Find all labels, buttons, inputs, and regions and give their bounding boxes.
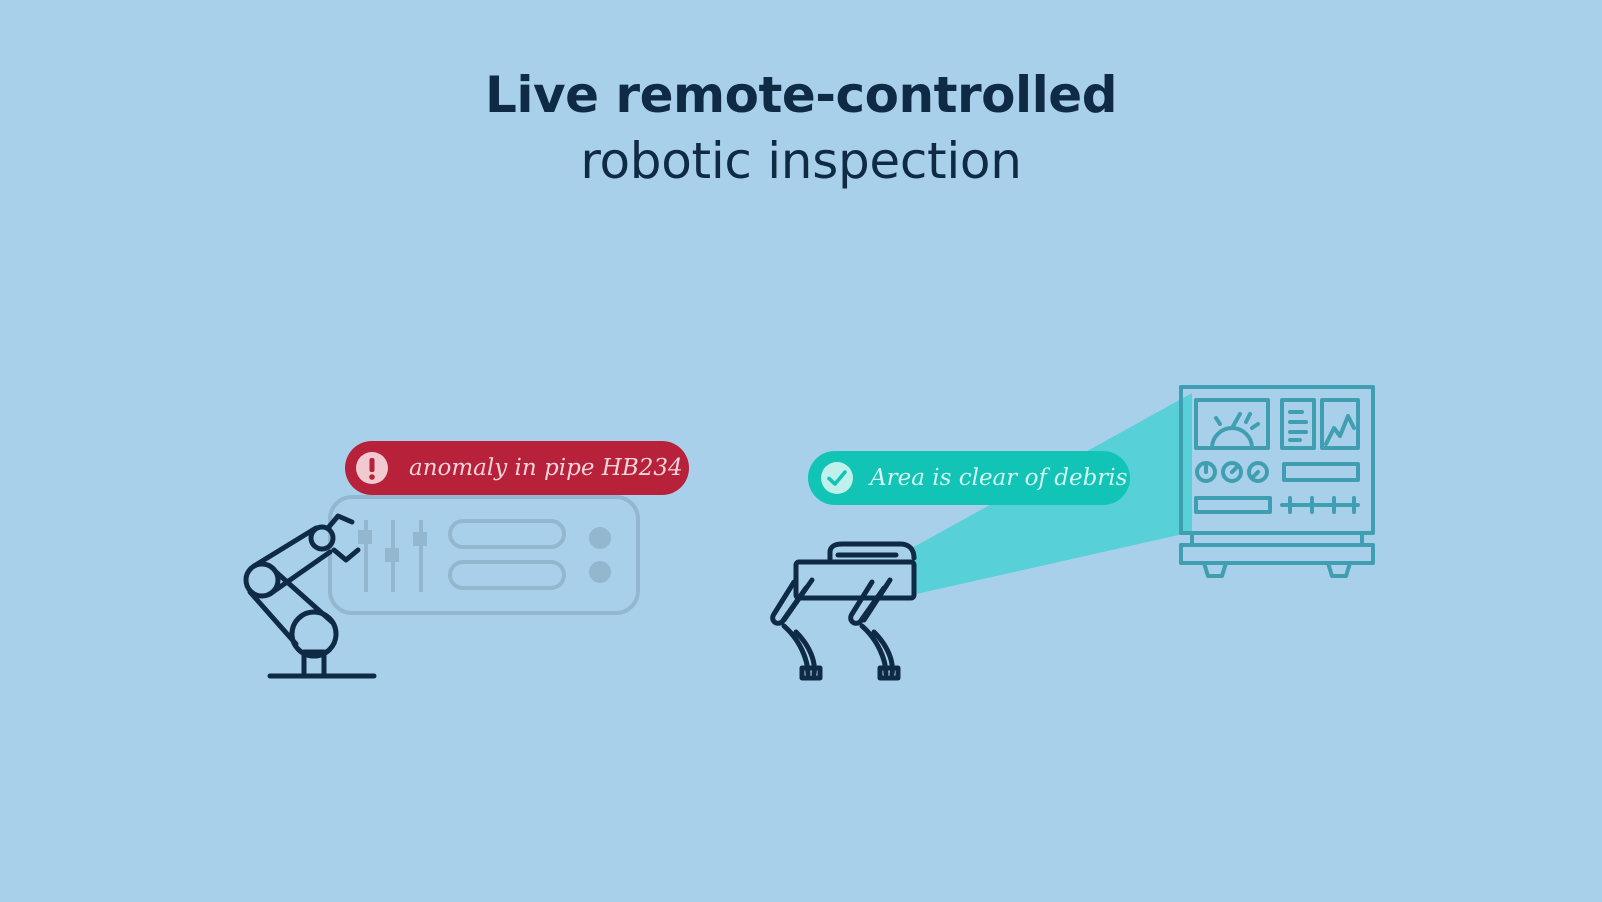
- anomaly-alert-badge: anomaly in pipe HB234: [345, 441, 689, 495]
- title-line-2: robotic inspection: [580, 132, 1022, 190]
- checkmark-icon: [821, 462, 853, 494]
- industrial-console-icon: [1179, 385, 1375, 578]
- control-panel-icon: [328, 495, 640, 615]
- quadruped-robot-icon: [770, 541, 917, 681]
- anomaly-alert-text: anomaly in pipe HB234: [409, 455, 683, 481]
- robot-arm-icon: [243, 513, 377, 679]
- page-title: Live remote-controlled robotic inspectio…: [0, 62, 1602, 194]
- exclamation-icon: [356, 452, 388, 484]
- clear-status-text: Area is clear of debris: [870, 465, 1128, 491]
- clear-status-badge: Area is clear of debris: [808, 451, 1130, 505]
- title-line-1: Live remote-controlled: [485, 66, 1117, 124]
